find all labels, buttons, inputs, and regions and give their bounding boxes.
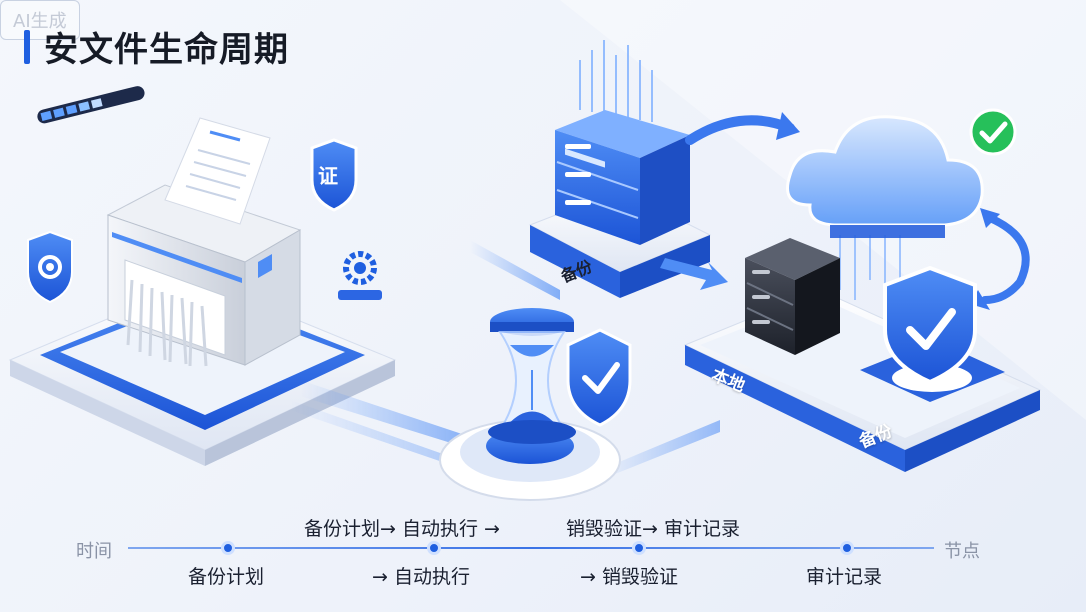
timeline-right-label: 节点 bbox=[944, 541, 980, 562]
shield-check-center-icon bbox=[566, 328, 632, 427]
green-check-icon bbox=[969, 108, 1017, 156]
timeline-upper-text-2: 销毁验证→ 审计记录 bbox=[566, 518, 740, 540]
ai-generated-badge: AI生成 bbox=[0, 0, 80, 40]
timeline-node-label-3: → 销毁验证 bbox=[580, 566, 678, 588]
timeline-line bbox=[128, 547, 934, 549]
timeline-node-label-4: 审计记录 bbox=[806, 566, 883, 588]
dark-server-stack bbox=[745, 238, 840, 355]
arrow-to-local-graphic bbox=[660, 258, 728, 290]
timeline-node-label-1: 备份计划 bbox=[188, 566, 265, 588]
data-stream-right bbox=[600, 420, 720, 480]
gear-shield-left-graphic bbox=[27, 230, 73, 304]
title-accent-bar bbox=[24, 30, 30, 64]
cert-shield-graphic bbox=[310, 138, 358, 212]
hourglass-icon bbox=[488, 308, 576, 444]
data-rain-top bbox=[579, 40, 653, 122]
blue-server-stack bbox=[555, 110, 690, 245]
timeline-node-3 bbox=[632, 541, 646, 555]
timeline-node-1 bbox=[221, 541, 235, 555]
cloud-graphic bbox=[786, 115, 984, 238]
data-stream-left bbox=[290, 380, 480, 468]
progress-bar-graphic bbox=[37, 86, 145, 124]
shield-check-right-icon bbox=[860, 265, 1005, 402]
timeline-upper-text-1: 备份计划→ 自动执行 → bbox=[304, 518, 500, 540]
page-title: 安文件生命周期 bbox=[44, 30, 289, 70]
timeline-node-2 bbox=[427, 541, 441, 555]
gear-small-graphic bbox=[338, 251, 382, 300]
cert-shield-label: 证 bbox=[318, 164, 338, 188]
timeline-node-label-2: → 自动执行 bbox=[372, 566, 470, 588]
timeline-node-4 bbox=[840, 541, 854, 555]
shredder-machine bbox=[106, 117, 302, 367]
cycle-arrow-graphic bbox=[970, 208, 1030, 310]
timeline-left-label: 时间 bbox=[76, 541, 112, 562]
arrow-to-cloud-graphic bbox=[685, 112, 800, 145]
data-stream-center bbox=[470, 240, 560, 300]
